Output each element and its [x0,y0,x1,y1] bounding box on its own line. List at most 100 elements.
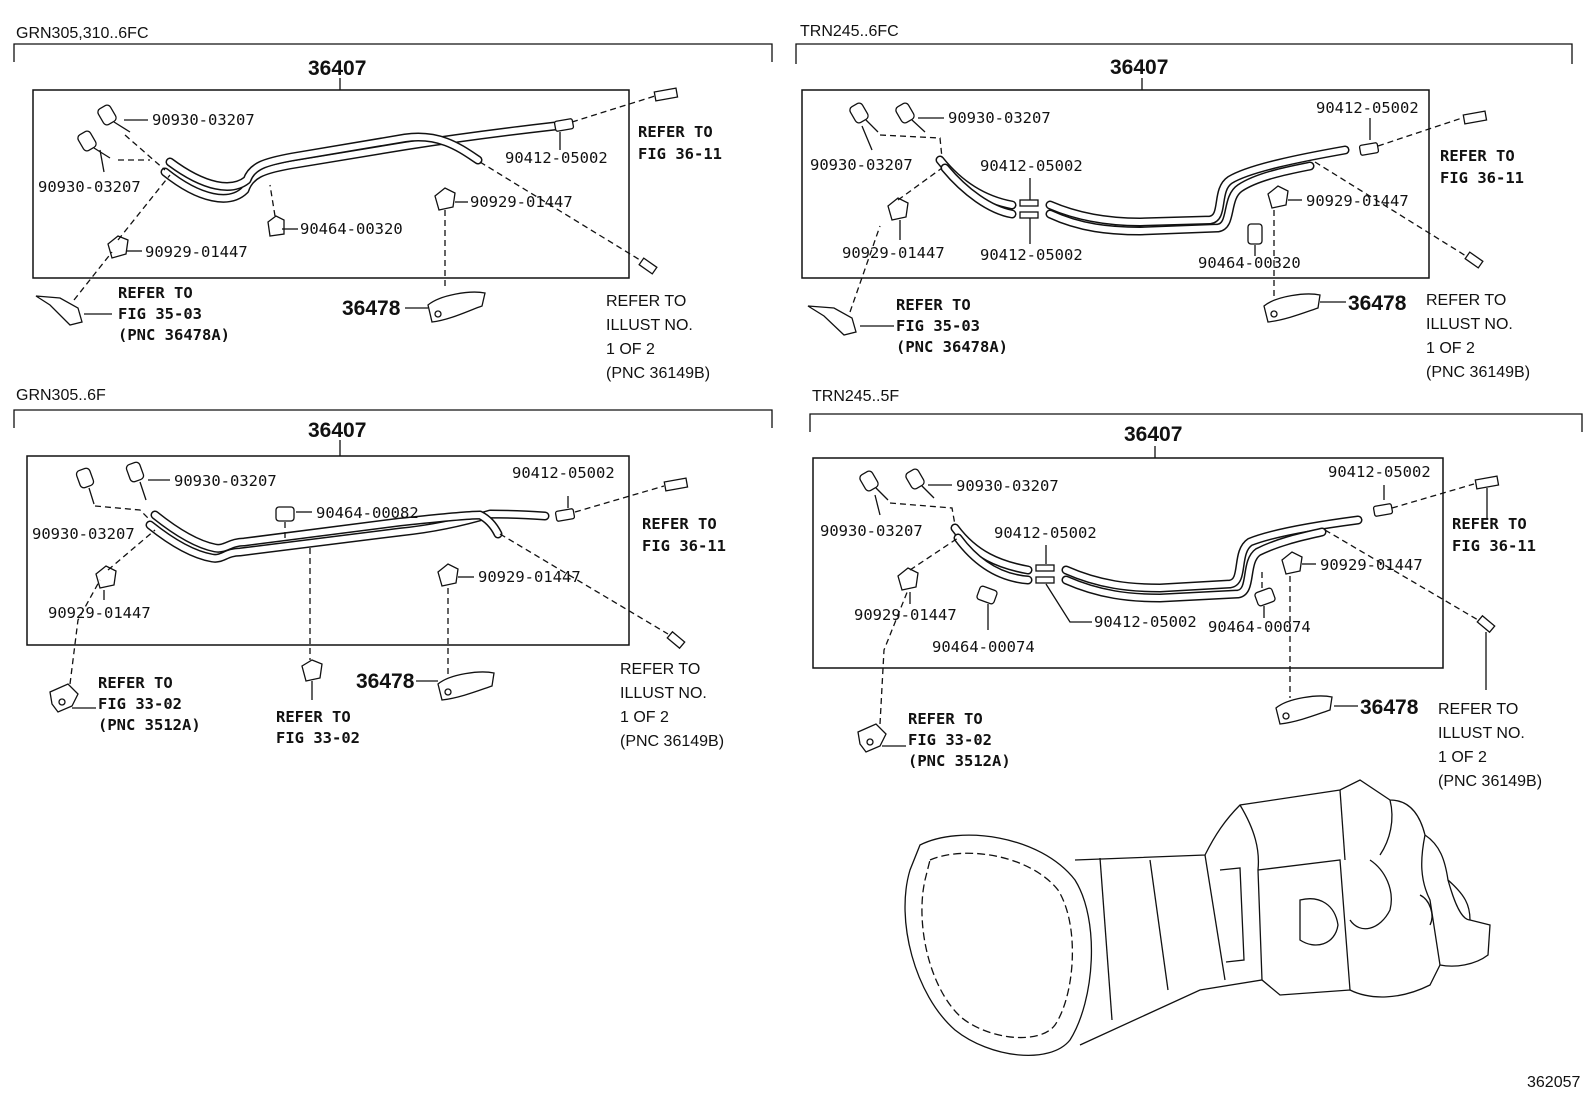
union-icon [1358,142,1380,156]
part-number-label: 90412-05002 [994,524,1097,542]
part-number-label: 90412-05002 [505,149,608,167]
assembly-box [26,455,630,646]
transmission-illustration [904,779,1491,1057]
refer-label: FIG 36-11 [1452,537,1536,555]
clamp-icon [437,563,459,587]
clamp-icon [434,187,456,211]
clamp-icon [897,567,919,591]
part-number-label: 90929-01447 [854,606,957,624]
bracket-36478-icon [427,291,486,323]
part-number-label: 90930-03207 [820,522,923,540]
part-number-label: 90412-05002 [1316,99,1419,117]
bracket-number: 36478 [1360,696,1419,719]
part-number-label: 90464-00320 [300,220,403,238]
refer-label: (PNC 36149B) [606,365,710,382]
part-number-label: 90930-03207 [152,111,255,129]
part-number-label: 90929-01447 [48,604,151,622]
refer-label: REFER TO [908,710,983,728]
part-number-label: 90930-03207 [32,525,135,543]
part-number-label: 90930-03207 [948,109,1051,127]
fuel-tube [935,145,1350,236]
refer-label: FIG 35-03 [896,317,980,335]
clamp-icon [301,659,323,700]
refer-label: REFER TO [642,515,717,533]
refer-label: REFER TO [1440,147,1515,165]
model-label: GRN305..6F [16,387,106,404]
refer-label: FIG 33-02 [908,731,992,749]
refer-label: ILLUST NO. [1426,316,1513,333]
refer-label: REFER TO [118,284,193,302]
cushion-icon [1247,223,1263,245]
assembly-box [812,457,1444,669]
cushion-icon [1254,587,1276,607]
bracket-number: 36478 [342,297,401,320]
part-number-label: 90929-01447 [470,193,573,211]
part-number-label: 90930-03207 [956,477,1059,495]
panel-trn245-6fc: TRN245..6FC 36407 90930 [795,23,1573,381]
hose-fitting-icon [75,467,95,505]
refer-label: FIG 36-11 [642,537,726,555]
part-number-label: 90412-05002 [1328,463,1431,481]
refer-label: (PNC 36149B) [1426,364,1530,381]
hose-fitting-icon [849,102,879,133]
refer-label: FIG 33-02 [98,695,182,713]
refer-label: REFER TO [896,296,971,314]
refer-label: REFER TO [606,293,686,310]
part-number-label: 90930-03207 [38,178,141,196]
refer-label: REFER TO [1452,515,1527,533]
assembly-number: 36407 [1124,423,1182,446]
clamp-icon [107,235,129,259]
part-number-label: 90464-00074 [932,638,1035,656]
part-number-label: 90929-01447 [1320,556,1423,574]
panel-grn305-6f: GRN305..6F 36407 90930-03207 90930-032 [13,387,773,750]
refer-label: ILLUST NO. [606,317,693,334]
part-number-label: 90929-01447 [478,568,581,586]
refer-label: REFER TO [98,674,173,692]
bracket-ref-icon [857,723,887,753]
refer-label: 1 OF 2 [620,709,669,726]
bracket-ref-icon [49,683,79,713]
hose-fitting-icon [97,104,131,133]
panel-trn245-5f: TRN245..5F 36407 [809,388,1583,790]
assembly-number: 36407 [308,419,366,442]
tube-end-icon [653,87,679,102]
fuel-tube [145,509,550,563]
bracket-36478-icon [1275,695,1333,725]
fuel-tube [950,515,1363,603]
part-number-label: 90412-05002 [980,157,1083,175]
hose-fitting-icon [859,470,889,501]
part-number-label: 90412-05002 [980,246,1083,264]
part-number-label: 90929-01447 [1306,192,1409,210]
part-number-label: 90930-03207 [174,472,277,490]
tube-end-icon [1474,475,1500,490]
model-label: TRN245..5F [812,388,899,405]
union-icon [1019,199,1039,219]
refer-label: (PNC 3512A) [908,752,1011,770]
panel-grn305-310-6fc: GRN305,310..6FC 36407 90930-03207 90930-… [13,25,773,382]
refer-label: ILLUST NO. [1438,725,1525,742]
union-icon [553,118,575,132]
fuel-tube [160,121,560,203]
tube-end-icon [1476,614,1496,634]
hose-fitting-icon [77,130,111,159]
model-label: TRN245..6FC [800,23,899,40]
hose-fitting-icon [905,468,935,499]
bracket-36478-icon [1263,293,1321,323]
refer-label: REFER TO [1426,292,1506,309]
union-icon [554,508,576,522]
cushion-icon [976,585,998,605]
cushion-icon [275,506,295,522]
refer-label: FIG 36-11 [1440,169,1524,187]
refer-label: 1 OF 2 [606,341,655,358]
refer-label: (PNC 3512A) [98,716,201,734]
refer-label: FIG 35-03 [118,305,202,323]
clamp-icon [267,215,285,237]
part-number-label: 90929-01447 [842,244,945,262]
refer-label: REFER TO [620,661,700,678]
assembly-box [32,89,630,279]
union-icon [1035,564,1055,584]
part-number-label: 90464-00082 [316,504,419,522]
model-label: GRN305,310..6FC [16,25,149,42]
refer-label: (PNC 36478A) [118,326,230,344]
